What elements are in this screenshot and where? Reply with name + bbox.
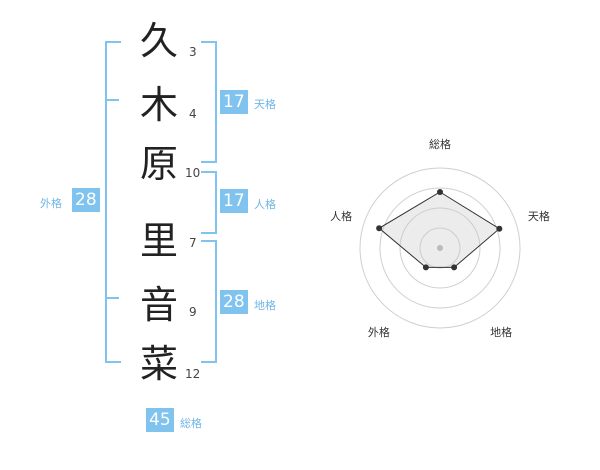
jinkaku-label: 人格 [254,198,276,211]
soukaku-value: 45 [146,408,174,432]
chikaku-bracket [201,240,217,363]
stroke-count-4: 7 [189,236,197,250]
gaikaku-tick-top [105,99,119,101]
radar-ring-2 [399,207,481,289]
name-char-5: 音 [139,283,178,327]
name-char-6: 菜 [139,342,178,386]
radar-point-5 [376,225,383,232]
radar-axis-label-5: 人格 [330,209,352,223]
tenkaku-value: 17 [220,90,248,114]
name-char-1: 久 [139,19,178,63]
gaikaku-label: 外格 [40,197,62,210]
radar-point-2 [496,225,503,232]
radar-center-marker [437,245,443,251]
gaikaku-bracket [105,41,121,363]
soukaku-label: 総格 [180,417,202,430]
gaikaku-tick-bottom [105,297,119,299]
stroke-count-1: 3 [189,45,197,59]
gaikaku-value: 28 [72,188,100,212]
radar-axis-label-2: 天格 [528,209,550,223]
radar-polygon [378,191,501,268]
stroke-count-6: 12 [185,367,201,381]
name-char-3: 原 [139,142,178,186]
chikaku-label: 地格 [254,299,276,312]
radar-point-4 [422,264,429,271]
stroke-count-2: 4 [189,107,197,121]
chikaku-value: 28 [220,290,248,314]
radar-axis-label-4: 外格 [368,325,390,339]
radar-point-1 [437,189,443,195]
jinkaku-value: 17 [220,189,248,213]
radar-axis-label-1: 総格 [429,137,451,151]
radar-axis-label-3: 地格 [490,325,512,339]
radar-ring-3 [379,187,501,309]
stroke-count-5: 9 [189,305,197,319]
radar-shape [376,189,503,271]
tenkaku-label: 天格 [254,98,276,111]
name-char-4: 里 [139,219,178,263]
stroke-count-3: 10 [185,166,201,180]
radar-point-3 [451,264,458,271]
name-char-2: 木 [139,83,178,127]
radar-ring-1 [419,227,461,269]
jinkaku-bracket [201,171,217,234]
tenkaku-bracket [201,41,217,163]
